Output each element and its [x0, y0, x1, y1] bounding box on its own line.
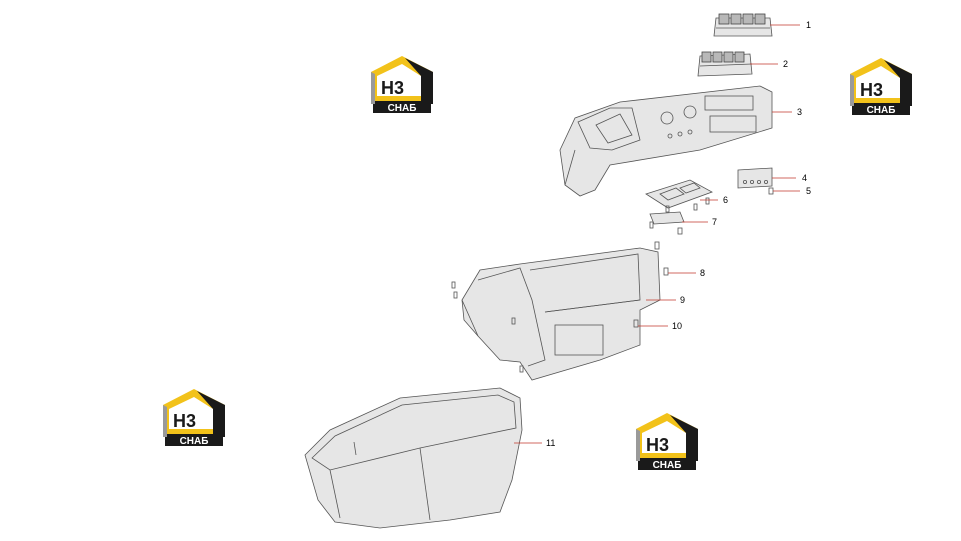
- callout-1: 1: [806, 20, 811, 30]
- callout-10: 10: [672, 321, 682, 331]
- part-6-bracket: [645, 179, 713, 213]
- callout-labels: 1 2 3 4 5 6 7 8 9 10 11: [546, 20, 811, 448]
- part-3-console-housing: [559, 85, 773, 197]
- watermark-subtext: СНАБ: [653, 460, 682, 471]
- callout-7: 7: [712, 217, 717, 227]
- watermark-subtext: СНАБ: [867, 105, 896, 116]
- part-2-switch-block: [697, 51, 753, 77]
- watermark-letters: H3: [381, 78, 404, 98]
- part-11-console-tray: [304, 387, 523, 529]
- callout-6: 6: [723, 195, 728, 205]
- callout-2: 2: [783, 59, 788, 69]
- watermark-letters: H3: [860, 80, 883, 100]
- callout-4: 4: [802, 173, 807, 183]
- part-5-screw: [768, 187, 774, 195]
- callout-11: 11: [546, 438, 555, 448]
- part-4-switch-panel: [737, 167, 773, 189]
- callout-5: 5: [806, 186, 811, 196]
- part-1-switch-block: [713, 13, 773, 37]
- watermark-letters: H3: [173, 411, 196, 431]
- callout-9: 9: [680, 295, 685, 305]
- part-7-clip: [649, 211, 685, 235]
- watermark-subtext: СНАБ: [180, 436, 209, 447]
- callout-3: 3: [797, 107, 802, 117]
- watermark-subtext: СНАБ: [388, 103, 417, 114]
- part-10-screw: [633, 319, 639, 328]
- callout-8: 8: [700, 268, 705, 278]
- part-9-support-frame: [451, 247, 661, 381]
- leader-lines: [514, 24, 800, 444]
- part-8-screw: [654, 241, 669, 276]
- watermark-letters: H3: [646, 435, 669, 455]
